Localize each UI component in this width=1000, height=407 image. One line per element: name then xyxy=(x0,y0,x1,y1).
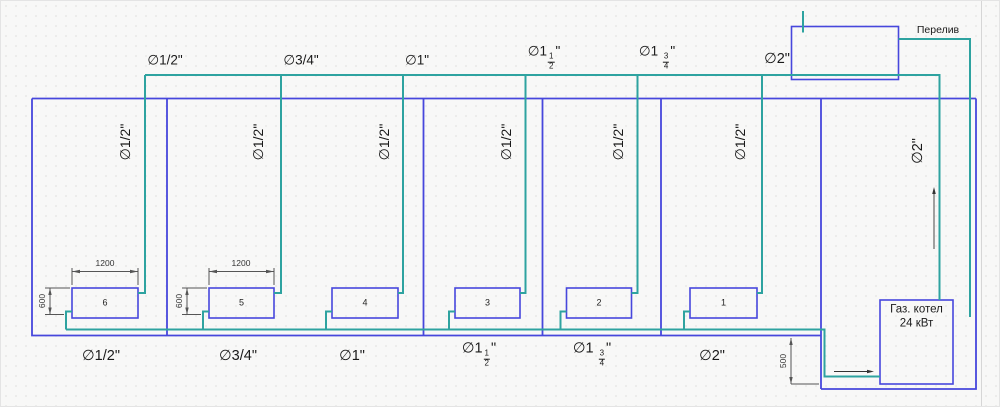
top-pipe-label: ∅3/4" xyxy=(283,52,319,68)
return-main-pipe xyxy=(66,328,880,378)
supply-riser xyxy=(757,75,763,294)
pipe-label-suffix: " xyxy=(670,43,676,59)
radiator xyxy=(208,287,275,319)
bottom-pipe-label: ∅3/4" xyxy=(219,347,257,364)
top-pipe-label: ∅2" xyxy=(764,50,790,67)
supply-riser xyxy=(274,75,282,294)
dimension-arrowheads xyxy=(48,269,793,384)
radiator-number: 2 xyxy=(596,297,602,308)
building-right-wall-and-boiler-floor xyxy=(821,98,977,390)
boiler-name: Газ. котел xyxy=(890,303,943,316)
radiator-return-drop xyxy=(683,310,690,330)
riser-pipe-label: ∅1/2" xyxy=(250,123,266,161)
radiator-number: 5 xyxy=(238,297,245,308)
fraction-numerator: 1 xyxy=(549,51,554,61)
fraction-denominator: 2 xyxy=(483,358,490,368)
building-structure xyxy=(31,97,977,390)
expansion-tank xyxy=(790,25,900,81)
overflow-label: Перелив xyxy=(916,23,960,36)
fraction-denominator: 4 xyxy=(598,358,606,368)
supply-main-pipe xyxy=(145,74,941,300)
radiator xyxy=(331,287,399,319)
radiator-return-drop xyxy=(448,310,455,330)
dim-600-label: 600 xyxy=(173,293,184,309)
pipe-label-base: ∅1 xyxy=(572,340,598,357)
radiator-number: 1 xyxy=(720,297,727,308)
radiator-return-drop xyxy=(202,310,209,330)
pipe-label-base: ∅1 xyxy=(461,340,483,357)
dim-1200-radiator6 xyxy=(71,268,139,285)
pipework xyxy=(65,11,971,378)
supply-riser xyxy=(631,75,639,294)
supply-riser xyxy=(520,75,527,294)
dim-1200-label: 1200 xyxy=(95,257,115,268)
pipe-label-base: ∅1 xyxy=(527,43,548,59)
radiator-return-drop xyxy=(65,310,72,330)
boiler-label: Газ. котел 24 кВт xyxy=(890,303,943,332)
dim-600-label: 600 xyxy=(36,293,47,309)
pipe-label-base: ∅1 xyxy=(638,43,662,59)
pipe-label-suffix: " xyxy=(606,340,612,357)
riser-pipe-label: ∅1/2" xyxy=(610,123,626,161)
boiler-power: 24 кВт xyxy=(899,318,934,330)
riser-pipe-label: ∅1/2" xyxy=(732,123,748,161)
radiator xyxy=(71,287,139,319)
equipment xyxy=(71,25,954,385)
supply-riser xyxy=(398,75,404,294)
riser-pipe-label: ∅1/2" xyxy=(498,123,514,161)
top-pipe-label: ∅1" xyxy=(404,52,430,68)
fraction-denominator: 2 xyxy=(548,61,555,71)
dim-500-boiler xyxy=(790,338,819,385)
radiator xyxy=(689,287,758,319)
flow-arrows xyxy=(834,187,936,374)
dimension-lines xyxy=(45,268,819,385)
top-pipe-label: ∅1/2" xyxy=(147,52,183,68)
dim-500-label: 500 xyxy=(777,353,788,369)
boiler-riser-label: ∅2" xyxy=(909,138,926,164)
radiator-number: 3 xyxy=(484,297,491,308)
radiator-number: 4 xyxy=(362,297,368,308)
riser-pipe-label: ∅1/2" xyxy=(376,123,392,161)
radiator xyxy=(454,287,521,319)
bottom-pipe-label: ∅2" xyxy=(699,347,725,364)
radiator-return-drop xyxy=(559,310,567,330)
radiator-number: 6 xyxy=(102,297,108,308)
overflow-pipe xyxy=(898,38,971,317)
riser-pipe-label: ∅1/2" xyxy=(117,123,133,161)
fraction-numerator: 1 xyxy=(484,348,489,358)
supply-riser xyxy=(138,75,146,294)
pipe-label-suffix: " xyxy=(555,43,561,59)
building-left-wall-and-floor xyxy=(31,98,821,337)
radiator-return-drop xyxy=(325,310,332,330)
fraction-numerator: 3 xyxy=(599,348,605,358)
dim-1200-label: 1200 xyxy=(231,257,251,268)
dim-1200-radiator5 xyxy=(208,268,275,285)
pipe-label-suffix: " xyxy=(491,340,497,357)
fraction-numerator: 3 xyxy=(663,51,669,61)
bottom-pipe-label: ∅1" xyxy=(339,347,365,364)
bottom-pipe-label: ∅1/2" xyxy=(82,347,120,364)
boiler xyxy=(879,299,954,385)
fraction-denominator: 4 xyxy=(662,61,670,71)
radiator xyxy=(565,287,633,319)
